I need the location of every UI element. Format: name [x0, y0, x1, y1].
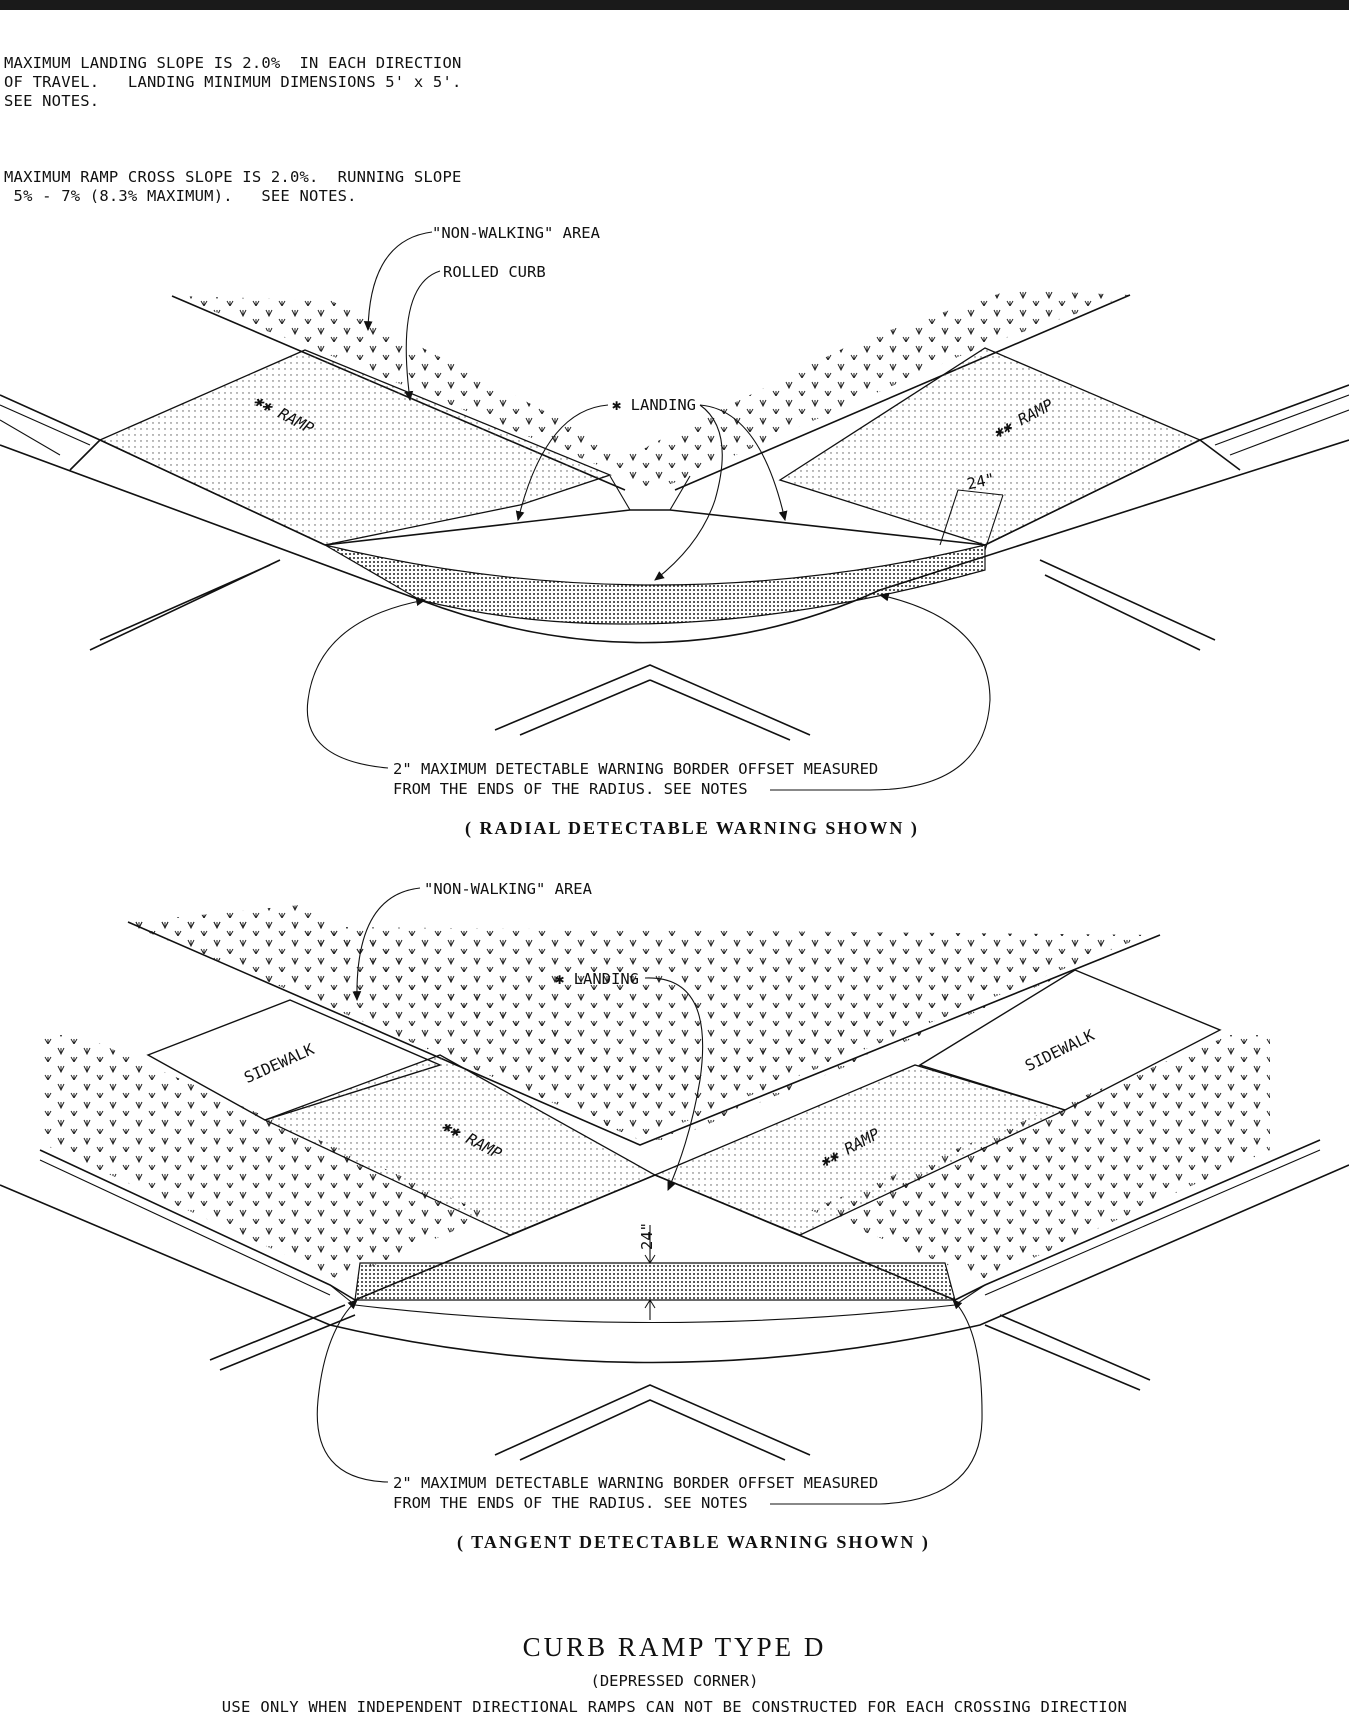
- radial-curb-front: [0, 439, 1349, 644]
- tangent-landing-label: ✱ LANDING: [555, 970, 639, 988]
- radial-border-note-line1: 2" MAXIMUM DETECTABLE WARNING BORDER OFF…: [393, 760, 878, 778]
- radial-24in-dim: 24": [965, 470, 996, 493]
- tangent-grass-left: [40, 1035, 490, 1280]
- radial-ramp-left: [98, 349, 612, 546]
- tangent-caption: ( TANGENT DETECTABLE WARNING SHOWN ): [457, 1532, 930, 1553]
- tangent-grass-back: [130, 905, 1160, 1140]
- radial-crosswalk-center: [494, 664, 811, 741]
- general-notes: MAXIMUM LANDING SLOPE IS 2.0% IN EACH DI…: [4, 16, 462, 244]
- radial-border-note-line2: FROM THE ENDS OF THE RADIUS. SEE NOTES: [393, 780, 748, 798]
- radial-detectable-warning: [324, 544, 986, 625]
- tangent-view: SIDEWALK SIDEWALK ✱✱ RAMP ✱✱ RAMP 24" "N…: [0, 880, 1349, 1553]
- radial-non-walking-label: "NON-WALKING" AREA: [432, 224, 601, 242]
- tangent-curb-front: [0, 1164, 1349, 1364]
- tangent-24in-dim: 24": [638, 1222, 656, 1250]
- radial-caption: ( RADIAL DETECTABLE WARNING SHOWN ): [465, 818, 919, 839]
- tangent-border-note-line1: 2" MAXIMUM DETECTABLE WARNING BORDER OFF…: [393, 1474, 878, 1492]
- radial-back-walk-right: [674, 294, 1131, 491]
- radial-view: 24" ✱✱ RAMP ✱✱ RAMP "NON-WALKING" AREA R…: [0, 224, 1349, 839]
- title-block-border: [0, 0, 1349, 10]
- drawing-subtitle: (DEPRESSED CORNER): [590, 1672, 759, 1690]
- tangent-detectable-warning: [354, 1262, 956, 1301]
- tangent-crosswalk-center: [494, 1384, 811, 1461]
- tangent-grass-right: [810, 1035, 1270, 1280]
- usage-note: USE ONLY WHEN INDEPENDENT DIRECTIONAL RA…: [221, 1698, 1128, 1716]
- tangent-landing: [354, 1174, 956, 1301]
- drawing-title: CURB RAMP TYPE D: [522, 1632, 827, 1662]
- tangent-crosswalk-left: [209, 1304, 356, 1371]
- tangent-border-note-line2: FROM THE ENDS OF THE RADIUS. SEE NOTES: [393, 1494, 748, 1512]
- radial-landing-label: ✱ LANDING: [612, 396, 696, 414]
- tangent-non-walking-label: "NON-WALKING" AREA: [424, 880, 593, 898]
- radial-rolled-curb-label: ROLLED CURB: [443, 263, 546, 281]
- tangent-crosswalk-right: [984, 1314, 1151, 1391]
- ramp-slope-note: MAXIMUM RAMP CROSS SLOPE IS 2.0%. RUNNIN…: [4, 168, 462, 205]
- radial-non-walking-area: [172, 290, 1130, 487]
- landing-slope-note: MAXIMUM LANDING SLOPE IS 2.0% IN EACH DI…: [4, 54, 462, 110]
- radial-crosswalk-right: [1039, 559, 1216, 651]
- radial-crosswalk-left: [89, 559, 281, 651]
- radial-landing: [324, 509, 986, 546]
